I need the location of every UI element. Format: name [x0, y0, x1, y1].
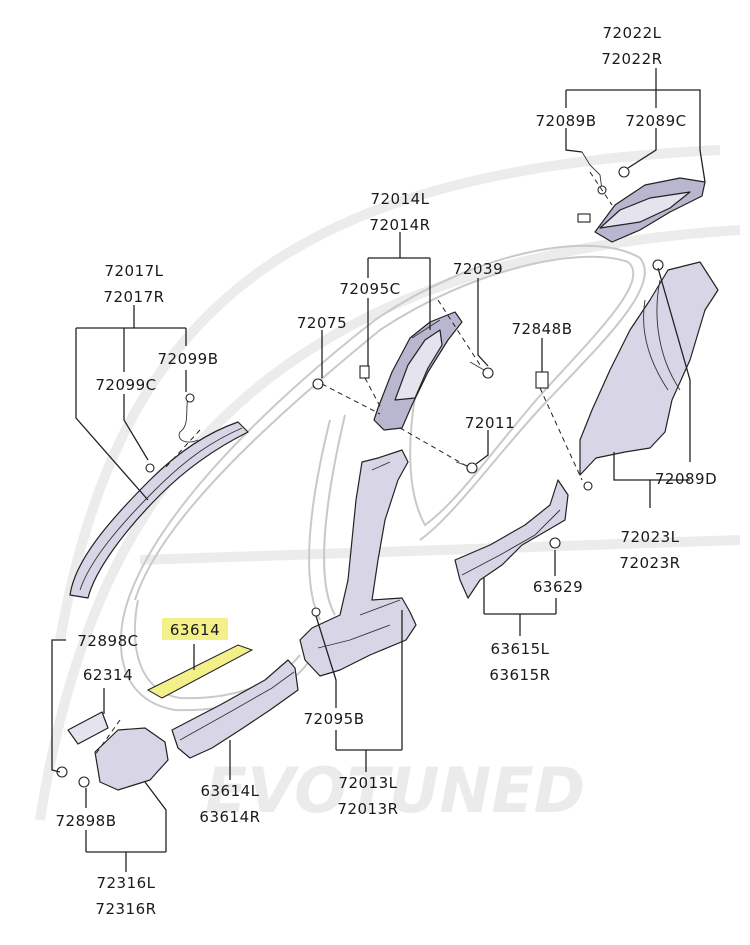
clip-icon [185, 393, 195, 403]
clip-icon [359, 365, 370, 379]
label-72023R: 72023R [619, 554, 680, 572]
watermark-logo: EVOTUNED [35, 145, 741, 827]
label-63615R: 63615R [489, 666, 550, 684]
clip-icon [535, 371, 549, 389]
screw-icon [482, 367, 494, 379]
label-72099C: 72099C [95, 376, 156, 394]
rear-quarter-trim [535, 259, 719, 491]
label-72075: 72075 [297, 314, 347, 332]
seatbelt-guide-clip-icon [581, 151, 603, 191]
clip-icon [583, 481, 593, 491]
leader-lines [51, 68, 706, 872]
kick-panel [56, 711, 169, 791]
label-72089C: 72089C [625, 112, 686, 130]
label-72011: 72011 [465, 414, 515, 432]
label-72014R: 72014R [369, 216, 430, 234]
label-63629: 63629 [533, 578, 583, 596]
alignment-lines [94, 171, 613, 756]
clip-icon [145, 463, 155, 473]
label-72898C: 72898C [77, 632, 138, 650]
clip-icon [577, 213, 591, 223]
front-scuff-plate [171, 659, 299, 759]
rear-scuff-plate [454, 479, 569, 599]
clip-icon [78, 776, 90, 788]
b-pillar-lower-trim [299, 449, 417, 677]
label-72089D: 72089D [655, 470, 717, 488]
label-72316R: 72316R [95, 900, 156, 918]
clip-icon [56, 766, 68, 778]
part-labels: 72022L 72022R 72089B 72089C 72014L 72014… [55, 24, 717, 918]
label-63615L: 63615L [490, 640, 549, 658]
rear-quarter-upper-trim [577, 151, 706, 243]
clip-icon [618, 166, 630, 178]
label-72017L: 72017L [104, 262, 163, 280]
label-72316L: 72316L [96, 874, 155, 892]
scuff-plate-pad [146, 644, 254, 699]
label-72023L: 72023L [620, 528, 679, 546]
label-63614: 63614 [170, 621, 220, 639]
label-63614L: 63614L [200, 782, 259, 800]
label-72095B: 72095B [303, 710, 364, 728]
label-72089B: 72089B [535, 112, 596, 130]
label-72022R: 72022R [601, 50, 662, 68]
label-72095C: 72095C [339, 280, 400, 298]
weatherstrip-clip-icon [178, 397, 199, 443]
label-72014L: 72014L [370, 190, 429, 208]
b-pillar-upper-trim [312, 311, 494, 474]
screw-icon [466, 462, 478, 474]
label-72848B: 72848B [511, 320, 572, 338]
a-pillar-trim [69, 393, 249, 599]
label-72017R: 72017R [103, 288, 164, 306]
label-72898B: 72898B [55, 812, 116, 830]
label-72099B: 72099B [157, 350, 218, 368]
label-62314: 62314 [83, 666, 133, 684]
label-63614R: 63614R [199, 808, 260, 826]
label-72039: 72039 [453, 260, 503, 278]
label-72013L: 72013L [338, 774, 397, 792]
clip-icon [311, 607, 321, 617]
highlight-box [162, 618, 228, 640]
clip-icon [312, 378, 324, 390]
label-72022L: 72022L [602, 24, 661, 42]
watermark-text: EVOTUNED [205, 754, 585, 827]
clip-icon [549, 537, 561, 549]
label-72013R: 72013R [337, 800, 398, 818]
